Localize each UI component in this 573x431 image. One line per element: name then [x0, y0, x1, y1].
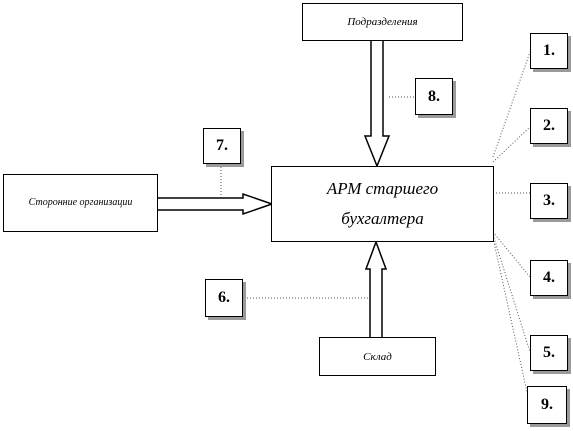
number-1: 1.: [543, 42, 555, 59]
node-sklad-label: Склад: [363, 350, 392, 363]
number-box-7: 7.: [203, 128, 241, 164]
node-arm-label: АРМ старшего бухгалтера: [326, 179, 439, 228]
node-sklad: Склад: [319, 337, 436, 376]
number-box-2: 2.: [530, 108, 568, 144]
number-box-1: 1.: [530, 33, 568, 69]
number-6: 6.: [218, 289, 230, 306]
node-storonnie-organizatsii: Сторонние организации: [3, 174, 158, 232]
node-podrazdeleniya-label: Подразделения: [347, 16, 418, 28]
number-5: 5.: [543, 344, 555, 361]
leader-1: [492, 51, 531, 158]
leader-4: [492, 231, 531, 278]
number-box-8: 8.: [415, 78, 453, 115]
number-box-9: 9.: [527, 386, 567, 424]
number-4: 4.: [543, 269, 555, 286]
leader-2: [492, 126, 531, 163]
number-9: 9.: [541, 396, 553, 413]
arrow-from-storonnie: [156, 192, 275, 216]
number-box-5: 5.: [530, 335, 568, 371]
number-3: 3.: [543, 192, 555, 209]
number-7: 7.: [216, 137, 228, 154]
number-8: 8.: [428, 87, 440, 105]
number-box-6: 6.: [205, 279, 243, 317]
number-2: 2.: [543, 117, 555, 134]
number-box-4: 4.: [530, 260, 568, 296]
leader-5: [492, 234, 531, 353]
arrow-from-sklad: [364, 239, 388, 339]
node-podrazdeleniya: Подразделения: [302, 3, 463, 41]
number-box-3: 3.: [530, 183, 568, 219]
leader-9: [492, 237, 528, 393]
node-storonnie-label: Сторонние организации: [28, 197, 133, 208]
arrow-from-podrazdeleniya: [363, 39, 391, 169]
node-arm-starshego-bukhgaltera: АРМ старшего бухгалтера: [271, 166, 494, 242]
